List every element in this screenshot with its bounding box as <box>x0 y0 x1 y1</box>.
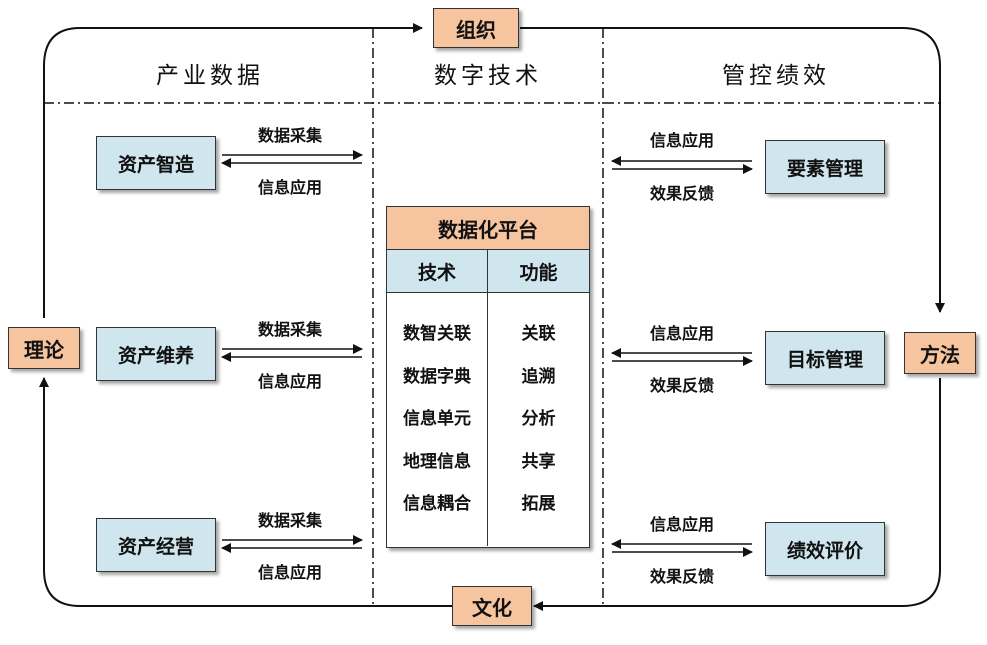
tech-item: 地理信息 <box>403 451 471 472</box>
data-platform-table: 数据化平台 技术 功能 数智关联 数据字典 信息单元 地理信息 信息耦合 关联 … <box>386 206 590 548</box>
cycle-right-line <box>533 378 941 611</box>
header-digital: 数字技术 <box>434 63 542 89</box>
platform-column-headers: 技术 功能 <box>387 250 589 293</box>
func-item: 追溯 <box>521 366 556 387</box>
right-box-3: 绩效评价 <box>765 522 885 576</box>
func-item: 关联 <box>521 324 556 345</box>
cycle-right-box: 方法 <box>904 332 976 374</box>
cycle-top-right-line <box>520 27 945 313</box>
cycle-left-line <box>43 27 81 318</box>
func-item: 共享 <box>521 451 556 472</box>
left-label-apply-1: 信息应用 <box>257 178 322 197</box>
tech-item: 信息耦合 <box>403 494 471 515</box>
tech-item: 数智关联 <box>403 324 471 345</box>
platform-col-tech: 技术 <box>387 250 488 292</box>
platform-func-list: 关联 追溯 分析 共享 拓展 <box>488 293 589 546</box>
left-label-collect-2: 数据采集 <box>257 320 322 339</box>
left-label-collect-3: 数据采集 <box>257 511 322 530</box>
right-label-feedback-1: 效果反馈 <box>649 184 714 203</box>
tech-item: 信息单元 <box>403 409 471 430</box>
func-item: 分析 <box>521 409 556 430</box>
left-label-apply-3: 信息应用 <box>257 563 322 582</box>
right-label-feedback-2: 效果反馈 <box>649 376 714 395</box>
cycle-bottom-box: 文化 <box>452 586 532 626</box>
left-label-apply-2: 信息应用 <box>257 372 322 391</box>
left-arrows <box>221 150 363 553</box>
cycle-bottom-line <box>39 377 452 607</box>
tech-item: 数据字典 <box>403 366 471 387</box>
left-box-1: 资产智造 <box>96 136 216 190</box>
cycle-top-box: 组织 <box>433 8 519 48</box>
right-label-apply-3: 信息应用 <box>649 515 714 534</box>
func-item: 拓展 <box>521 494 556 515</box>
right-box-1: 要素管理 <box>765 140 885 194</box>
header-control: 管控绩效 <box>722 63 830 89</box>
platform-body: 数智关联 数据字典 信息单元 地理信息 信息耦合 关联 追溯 分析 共享 拓展 <box>387 293 589 546</box>
right-label-feedback-3: 效果反馈 <box>649 567 714 586</box>
platform-tech-list: 数智关联 数据字典 信息单元 地理信息 信息耦合 <box>387 293 488 546</box>
left-box-2: 资产维养 <box>96 327 216 381</box>
header-industry: 产业数据 <box>156 63 264 89</box>
left-label-collect-1: 数据采集 <box>257 126 322 145</box>
platform-title: 数据化平台 <box>387 207 589 250</box>
right-arrows <box>611 156 753 557</box>
right-label-apply-2: 信息应用 <box>649 324 714 343</box>
right-label-apply-1: 信息应用 <box>649 131 714 150</box>
platform-col-func: 功能 <box>519 261 558 284</box>
right-box-2: 目标管理 <box>765 331 885 385</box>
left-box-3: 资产经营 <box>96 518 216 572</box>
cycle-left-box: 理论 <box>8 327 80 369</box>
